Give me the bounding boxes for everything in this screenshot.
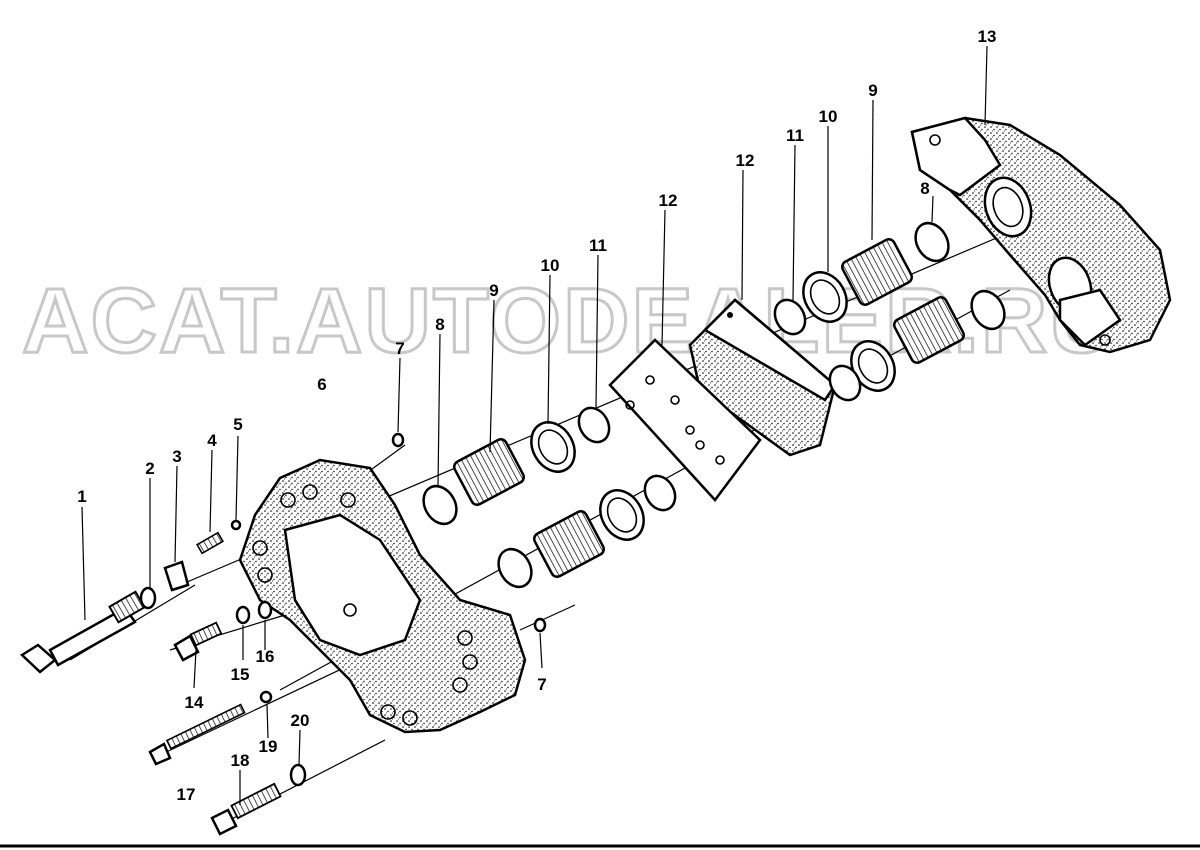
front-piston-set (422, 406, 677, 589)
callout-15: 15 (231, 665, 250, 684)
part-7-washer-bottom (533, 617, 547, 633)
part-7-washer-top (391, 432, 405, 448)
callout-3: 3 (172, 447, 181, 466)
callout-16: 16 (256, 647, 275, 666)
callout-7-top: 7 (395, 339, 404, 358)
callout-2: 2 (145, 459, 154, 478)
callout-8-rear: 8 (920, 179, 929, 198)
part-16-washer (257, 600, 273, 620)
callout-20: 20 (291, 711, 310, 730)
callout-11-front: 11 (589, 236, 607, 255)
part-6-caliper-housing (238, 458, 527, 734)
part-20-washer (289, 763, 307, 787)
part-17-long-bolt (148, 703, 246, 766)
part-15-washer (235, 605, 251, 625)
part-4-bleeder-screw (196, 531, 224, 555)
part-19-nut (259, 690, 273, 704)
callout-18: 18 (231, 751, 250, 770)
callout-11-rear: 11 (786, 126, 804, 145)
part-2-washer (139, 586, 157, 610)
callout-10-rear: 10 (819, 107, 838, 126)
part-5-cap (230, 519, 242, 531)
callout-4: 4 (207, 431, 217, 450)
callout-9-front: 9 (489, 281, 498, 300)
callout-leaders (81, 45, 988, 805)
callout-7-bottom: 7 (537, 675, 546, 694)
callout-labels: 1 2 3 4 5 6 7 7 8 8 9 9 10 10 11 11 12 1… (77, 27, 996, 804)
callout-6: 6 (317, 375, 326, 394)
part-18-bolt (210, 782, 282, 836)
part-13-caliper-housing (910, 116, 1172, 354)
callout-12-rear: 12 (736, 151, 755, 170)
callout-10-front: 10 (541, 256, 560, 275)
part-1-bolt (19, 590, 146, 674)
callout-5: 5 (233, 415, 242, 434)
callout-1: 1 (77, 487, 86, 506)
part-12-backing-plate-front (608, 338, 762, 502)
callout-13: 13 (978, 27, 997, 46)
rear-piston-set (773, 221, 1006, 402)
callout-12-front: 12 (659, 191, 678, 210)
callout-19: 19 (259, 737, 278, 756)
part-14-bolt (173, 621, 223, 662)
part-3-clip (163, 560, 190, 592)
callout-9-rear: 9 (868, 81, 877, 100)
callout-8-front: 8 (435, 315, 444, 334)
callout-17: 17 (177, 785, 196, 804)
callout-14: 14 (185, 693, 204, 712)
